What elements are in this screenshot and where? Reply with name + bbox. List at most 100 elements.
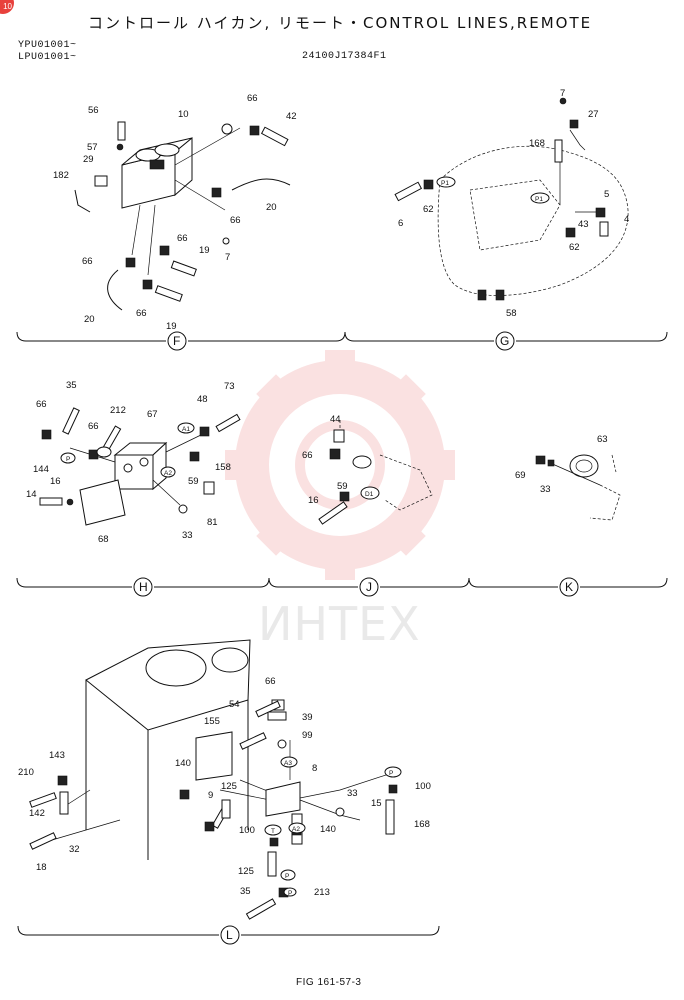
section-letter-j: J xyxy=(366,580,372,594)
callout-182: 182 xyxy=(53,170,69,181)
callout-73: 73 xyxy=(224,381,235,392)
section-letter-h: H xyxy=(139,580,148,594)
tag-p: P xyxy=(66,456,70,463)
callout-10: 10 xyxy=(178,109,189,120)
callout-62: 62 xyxy=(569,242,580,253)
section-k-callouts: 63 69 33 xyxy=(515,434,608,495)
page-title: コントロール ハイカン, リモート・CONTROL LINES,REMOTE xyxy=(88,14,593,32)
tag-p: P xyxy=(285,873,289,880)
callout-8: 8 xyxy=(312,763,317,774)
callout-9: 9 xyxy=(208,790,213,801)
section-j-callouts: 44 66 59 16 xyxy=(302,414,348,506)
divider-l xyxy=(17,925,440,945)
callout-7: 7 xyxy=(560,88,565,99)
callout-68: 68 xyxy=(98,534,109,545)
corner-badge: 10 xyxy=(0,0,14,14)
callout-56: 56 xyxy=(88,105,99,116)
callout-63: 63 xyxy=(597,434,608,445)
callout-66: 66 xyxy=(36,399,47,410)
callout-54: 54 xyxy=(229,699,240,710)
section-f-drawing xyxy=(74,121,291,311)
callout-19: 19 xyxy=(166,321,177,332)
callout-66: 66 xyxy=(177,233,188,244)
callout-100: 100 xyxy=(239,825,255,836)
callout-4: 4 xyxy=(624,214,629,225)
tag-a2: A2 xyxy=(164,470,172,477)
callout-66: 66 xyxy=(88,421,99,432)
callout-67: 67 xyxy=(147,409,158,420)
callout-43: 43 xyxy=(578,219,589,230)
callout-210: 210 xyxy=(18,767,34,778)
callout-33: 33 xyxy=(540,484,551,495)
callout-58: 58 xyxy=(506,308,517,319)
tag-d1: D1 xyxy=(365,491,374,498)
callout-81: 81 xyxy=(207,517,218,528)
tag-p: P xyxy=(288,890,292,897)
callout-48: 48 xyxy=(197,394,208,405)
serial-range-2: LPU01001~ xyxy=(18,52,77,63)
callout-213: 213 xyxy=(314,887,330,898)
callout-29: 29 xyxy=(83,154,94,165)
section-k-drawing xyxy=(535,454,621,521)
section-g-drawing xyxy=(394,97,629,301)
callout-140: 140 xyxy=(320,824,336,835)
divider-hjk xyxy=(16,577,668,597)
callout-35: 35 xyxy=(240,886,251,897)
callout-125: 125 xyxy=(238,866,254,877)
callout-42: 42 xyxy=(286,111,297,122)
callout-35: 35 xyxy=(66,380,77,391)
callout-16: 16 xyxy=(50,476,61,487)
callout-16: 16 xyxy=(308,495,319,506)
tag-p1: P1 xyxy=(535,196,543,203)
callout-66: 66 xyxy=(247,93,258,104)
callout-7: 7 xyxy=(225,252,230,263)
tag-a1: A1 xyxy=(182,426,190,433)
figure-number: FIG 161-57-3 xyxy=(296,977,362,988)
callout-33: 33 xyxy=(347,788,358,799)
callout-143: 143 xyxy=(49,750,65,761)
tag-p: P xyxy=(389,770,393,777)
section-h-drawing xyxy=(39,407,241,526)
callout-59: 59 xyxy=(337,481,348,492)
tag-a3: A3 xyxy=(284,760,292,767)
callout-168: 168 xyxy=(414,819,430,830)
section-j-tags: D1 xyxy=(365,491,374,498)
section-h-tags: A1 P A2 xyxy=(66,426,190,477)
callout-66: 66 xyxy=(82,256,93,267)
callout-212: 212 xyxy=(110,405,126,416)
callout-14: 14 xyxy=(26,489,37,500)
callout-69: 69 xyxy=(515,470,526,481)
callout-168: 168 xyxy=(529,138,545,149)
divider-fg xyxy=(16,331,668,351)
callout-18: 18 xyxy=(36,862,47,873)
callout-20: 20 xyxy=(84,314,95,325)
tag-t: T xyxy=(271,828,275,835)
callout-33: 33 xyxy=(182,530,193,541)
callout-140: 140 xyxy=(175,758,191,769)
callout-125: 125 xyxy=(221,781,237,792)
callout-39: 39 xyxy=(302,712,313,723)
callout-15: 15 xyxy=(371,798,382,809)
watermark-gear xyxy=(225,350,455,580)
callout-66: 66 xyxy=(302,450,313,461)
drawing-number: 24100J17384F1 xyxy=(302,51,387,62)
callout-158: 158 xyxy=(215,462,231,473)
section-h-callouts: 35 66 212 67 48 73 66 144 158 14 16 59 8… xyxy=(26,380,235,545)
callout-66: 66 xyxy=(136,308,147,319)
callout-57: 57 xyxy=(87,142,98,153)
callout-66: 66 xyxy=(265,676,276,687)
callout-32: 32 xyxy=(69,844,80,855)
section-j-drawing xyxy=(318,420,433,525)
section-l-drawing xyxy=(29,639,402,920)
callout-62: 62 xyxy=(423,204,434,215)
callout-99: 99 xyxy=(302,730,313,741)
section-letter-g: G xyxy=(500,334,509,348)
callout-144: 144 xyxy=(33,464,49,475)
callout-66: 66 xyxy=(230,215,241,226)
section-letter-k: K xyxy=(565,580,573,594)
section-f-callouts: 56 10 66 42 57 29 182 66 20 7 66 19 66 2… xyxy=(53,93,297,332)
section-l-callouts: 66 54 155 39 99 143 210 140 8 142 125 9 … xyxy=(18,676,431,898)
callout-20: 20 xyxy=(266,202,277,213)
section-g-callouts: 7 27 168 6 62 43 5 4 62 58 xyxy=(398,88,629,319)
